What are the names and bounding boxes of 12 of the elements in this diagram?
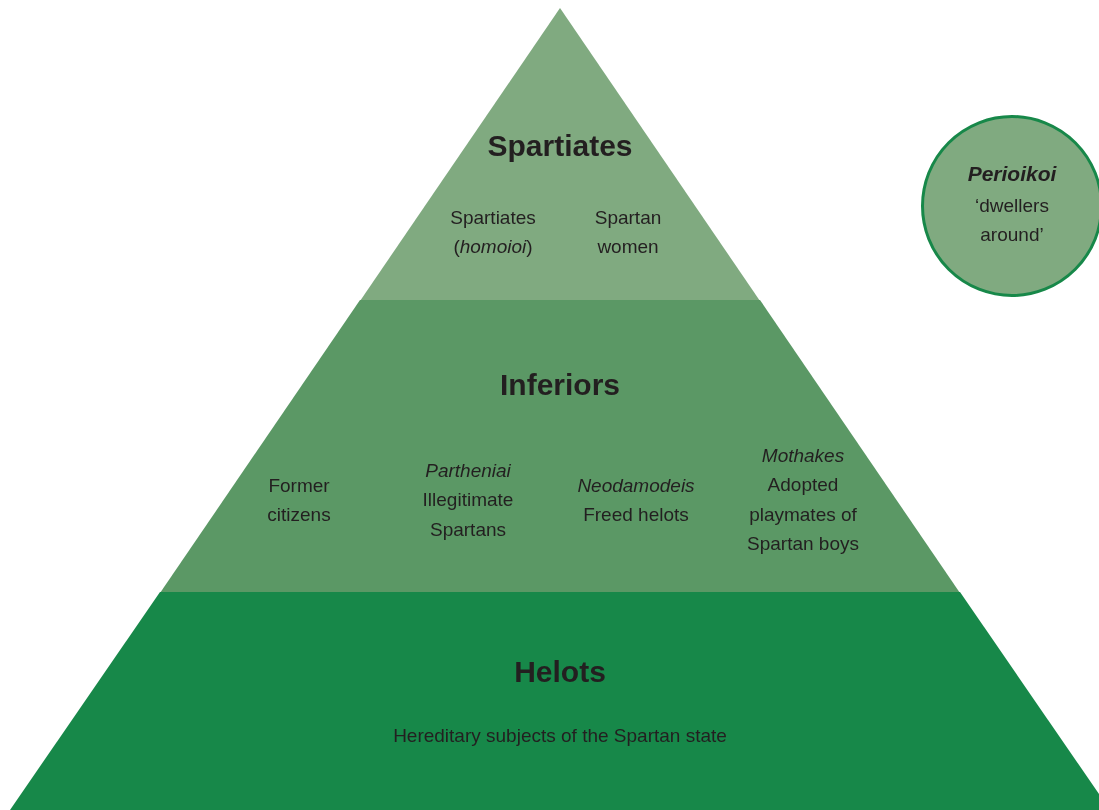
group-label: Hereditary subjects of the Spartan state — [392, 724, 728, 749]
group-label: ‘dwellers around’ — [974, 193, 1050, 247]
tier-heading: Helots — [513, 654, 607, 690]
group-label: Partheniai Illegitimate Spartans — [421, 458, 515, 542]
group-label: Spartiates (homoioi) — [449, 205, 537, 259]
tier-heading: Spartiates — [486, 128, 634, 164]
group-label: Former citizens — [266, 473, 332, 527]
group-label: Neodamodeis Freed helots — [576, 473, 696, 527]
group-label: Spartan women — [593, 205, 663, 259]
group-label: Mothakes Adopted playmates of Spartan boys — [746, 444, 860, 557]
tier-heading: Inferiors — [499, 367, 621, 403]
circle-heading: Perioikoi — [966, 160, 1058, 187]
